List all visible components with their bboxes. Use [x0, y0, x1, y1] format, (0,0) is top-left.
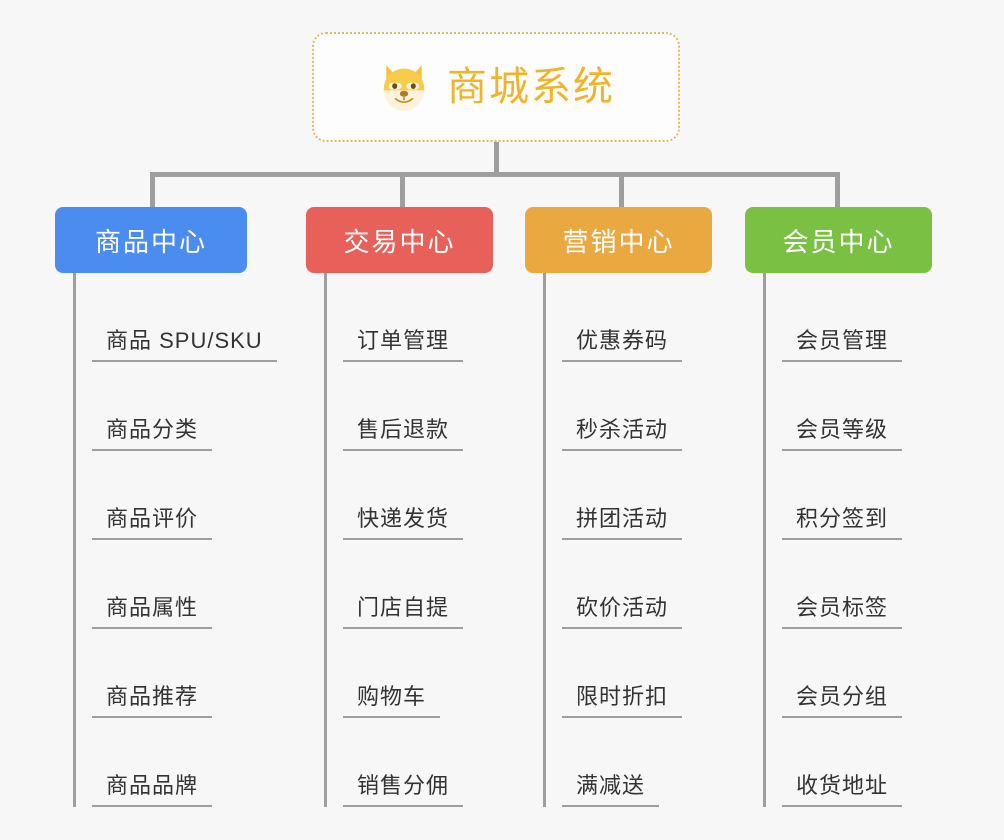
leaf-label: 商品分类 — [106, 416, 199, 442]
leaf-label: 快递发货 — [357, 505, 450, 531]
leaf-label: 购物车 — [357, 683, 427, 709]
leaf-item[interactable]: 商品分类 — [76, 362, 247, 451]
leaf-item[interactable]: 收货地址 — [766, 718, 932, 807]
leaf-item[interactable]: 会员分组 — [766, 629, 932, 718]
leaf-label: 商品推荐 — [106, 683, 199, 709]
category-column-2: 交易中心 订单管理 售后退款 快递发货 门店自提 购物车 销售分佣 — [306, 207, 493, 807]
leaf-label: 销售分佣 — [357, 772, 450, 798]
category-header-4[interactable]: 会员中心 — [745, 207, 932, 273]
leaf-item[interactable]: 商品评价 — [76, 451, 247, 540]
leaf-label: 优惠券码 — [576, 327, 669, 353]
leaf-label: 会员分组 — [796, 683, 889, 709]
leaf-item[interactable]: 砍价活动 — [546, 540, 712, 629]
leaf-item[interactable]: 订单管理 — [327, 273, 493, 362]
leaf-label: 商品属性 — [106, 594, 199, 620]
category-label-3: 营销中心 — [562, 226, 675, 257]
category-column-4: 会员中心 会员管理 会员等级 积分签到 会员标签 会员分组 收货地址 — [745, 207, 932, 807]
root-title: 商城系统 — [447, 65, 615, 109]
leaf-label: 满减送 — [576, 772, 646, 798]
leaf-item[interactable]: 满减送 — [546, 718, 712, 807]
leaf-list-1: 商品 SPU/SKU 商品分类 商品评价 商品属性 商品推荐 商品品牌 — [73, 273, 277, 807]
leaf-item[interactable]: 积分签到 — [766, 451, 932, 540]
connector-horizontal-bus — [150, 172, 840, 177]
leaf-label: 秒杀活动 — [576, 416, 669, 442]
leaf-item[interactable]: 商品推荐 — [76, 629, 247, 718]
leaf-item[interactable]: 售后退款 — [327, 362, 493, 451]
connector-drop-3 — [619, 172, 624, 208]
leaf-label: 会员标签 — [796, 594, 889, 620]
leaf-label: 售后退款 — [357, 416, 450, 442]
category-column-3: 营销中心 优惠券码 秒杀活动 拼团活动 砍价活动 限时折扣 满减送 — [525, 207, 712, 807]
category-label-4: 会员中心 — [782, 226, 895, 257]
category-column-1: 商品中心 商品 SPU/SKU 商品分类 商品评价 商品属性 商品推荐 商品品牌 — [55, 207, 277, 807]
category-label-1: 商品中心 — [94, 226, 207, 257]
leaf-item[interactable]: 商品属性 — [76, 540, 247, 629]
leaf-label: 门店自提 — [357, 594, 450, 620]
dog-face-icon — [383, 65, 425, 111]
leaf-list-3: 优惠券码 秒杀活动 拼团活动 砍价活动 限时折扣 满减送 — [543, 273, 712, 807]
leaf-label: 积分签到 — [796, 505, 889, 531]
leaf-label: 收货地址 — [796, 772, 889, 798]
leaf-label: 拼团活动 — [576, 505, 669, 531]
leaf-label: 会员等级 — [796, 416, 889, 442]
leaf-label: 砍价活动 — [576, 594, 669, 620]
leaf-item[interactable]: 商品品牌 — [76, 718, 247, 807]
category-label-2: 交易中心 — [343, 226, 456, 257]
connector-root-stem — [494, 142, 499, 176]
leaf-item[interactable]: 限时折扣 — [546, 629, 712, 718]
leaf-item[interactable]: 拼团活动 — [546, 451, 712, 540]
category-header-2[interactable]: 交易中心 — [306, 207, 493, 273]
leaf-item[interactable]: 商品 SPU/SKU — [76, 273, 277, 362]
leaf-item[interactable]: 优惠券码 — [546, 273, 712, 362]
leaf-label: 限时折扣 — [576, 683, 669, 709]
leaf-label: 订单管理 — [357, 327, 450, 353]
leaf-label: 会员管理 — [796, 327, 889, 353]
leaf-item[interactable]: 秒杀活动 — [546, 362, 712, 451]
connector-drop-4 — [835, 172, 840, 208]
leaf-item[interactable]: 会员管理 — [766, 273, 932, 362]
leaf-label: 商品 SPU/SKU — [106, 327, 263, 353]
leaf-item[interactable]: 快递发货 — [327, 451, 493, 540]
connector-drop-1 — [150, 172, 155, 208]
leaf-list-2: 订单管理 售后退款 快递发货 门店自提 购物车 销售分佣 — [324, 273, 493, 807]
leaf-item[interactable]: 门店自提 — [327, 540, 493, 629]
leaf-item[interactable]: 会员等级 — [766, 362, 932, 451]
root-node[interactable]: 商城系统 — [312, 32, 680, 142]
leaf-item[interactable]: 会员标签 — [766, 540, 932, 629]
leaf-item[interactable]: 销售分佣 — [327, 718, 493, 807]
category-header-3[interactable]: 营销中心 — [525, 207, 712, 273]
leaf-list-4: 会员管理 会员等级 积分签到 会员标签 会员分组 收货地址 — [763, 273, 932, 807]
leaf-item[interactable]: 购物车 — [327, 629, 493, 718]
leaf-label: 商品品牌 — [106, 772, 199, 798]
connector-drop-2 — [400, 172, 405, 208]
leaf-label: 商品评价 — [106, 505, 199, 531]
category-header-1[interactable]: 商品中心 — [55, 207, 247, 273]
